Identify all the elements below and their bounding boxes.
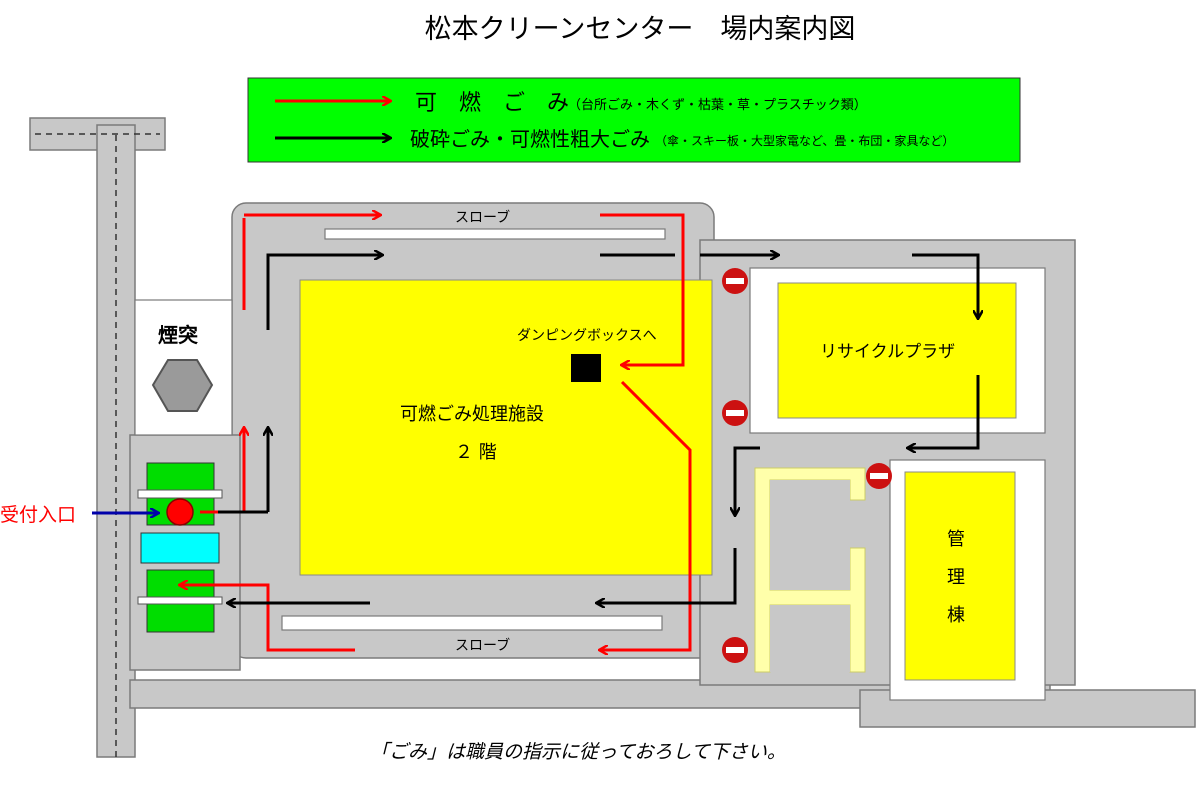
chimney-icon [151, 359, 214, 412]
map-title: 松本クリーンセンター 場内案内図 [425, 14, 856, 45]
legend-crushable-detail: （傘・スキー板・大型家電など、畳・布団・家具など） [655, 133, 954, 148]
booth-1 [146, 462, 215, 492]
black-route-top [266, 255, 382, 330]
recycle-plaza-building [777, 282, 1017, 419]
island-slope-bottom [281, 615, 663, 631]
no-entry-icon [722, 268, 748, 294]
no-entry-signs [722, 268, 892, 663]
no-entry-icon [866, 463, 892, 489]
gate-bar-2 [137, 596, 223, 605]
admin-label-3: 棟 [947, 605, 965, 626]
admin-label-2: 理 [947, 567, 965, 588]
admin-building [904, 471, 1016, 681]
legend-crushable-label: 破砕ごみ・可燃性粗大ごみ [410, 127, 650, 151]
footer-note: 「ごみ」は職員の指示に従っておろして下さい。 [370, 741, 786, 763]
chimney-label: 煙突 [158, 323, 198, 347]
dumping-box-marker [571, 354, 601, 382]
reception-marker [166, 498, 194, 526]
facility-name-label: 可燃ごみ処理施設 [400, 404, 544, 425]
slope-bottom-label: スローブ [455, 637, 510, 654]
reception-booths [137, 462, 223, 633]
red-route-exit [180, 585, 355, 652]
legend-burnable-label: 可 燃 ご み [415, 91, 569, 116]
dumping-box-label: ダンピングボックスへ [517, 328, 657, 344]
admin-label-1: 管 [947, 529, 965, 550]
red-route-to-box [600, 213, 685, 365]
parking-inner-1 [770, 480, 850, 590]
reception-label: 受付入口 [0, 504, 76, 526]
water-pool [140, 532, 220, 564]
crushable-route [218, 255, 978, 603]
booth-4 [146, 603, 215, 633]
black-route-down [735, 446, 760, 515]
legend-burnable-detail: （台所ごみ・木くず・枯葉・草・プラスチック類） [568, 97, 867, 113]
red-route-from-box [600, 380, 692, 650]
legend-box [247, 77, 1021, 163]
black-route-return [597, 548, 737, 603]
parking-inner-2 [770, 605, 850, 672]
recycle-plaza-label: リサイクルプラザ [820, 342, 955, 362]
gate-bar-1 [137, 489, 223, 499]
black-route-plaza-in [912, 253, 978, 318]
no-entry-icon [722, 637, 748, 663]
island-slope-top [324, 228, 666, 240]
facility-floor-label: ２ 階 [455, 442, 497, 463]
slope-top-label: スローブ [455, 209, 510, 226]
legend: 可 燃 ご み （台所ごみ・木くず・枯葉・草・プラスチック類） 破砕ごみ・可燃性… [247, 77, 1021, 163]
road-left-vertical [96, 124, 136, 758]
incineration-facility [299, 279, 713, 576]
no-entry-icon [722, 400, 748, 426]
black-route-plaza-out [908, 375, 980, 448]
parking-zone [754, 467, 866, 673]
